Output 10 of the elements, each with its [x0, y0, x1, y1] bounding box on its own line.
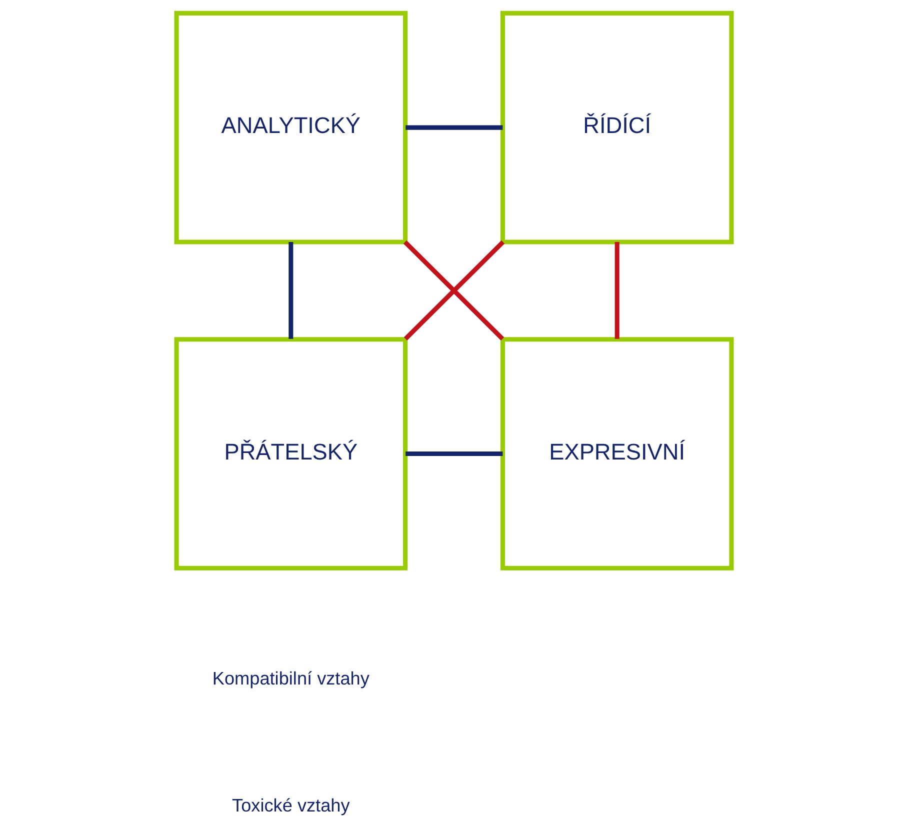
connector — [614, 242, 620, 339]
node-box: ANALYTICKÝ — [174, 10, 408, 244]
node-box: ŘÍDÍCÍ — [500, 10, 734, 244]
node-box: EXPRESIVNÍ — [500, 337, 734, 570]
node-box: PŘÁTELSKÝ — [174, 337, 408, 570]
connector — [406, 451, 503, 456]
connector — [406, 125, 503, 130]
connector — [288, 242, 294, 339]
legend-label: Kompatibilní vztahy — [212, 668, 370, 689]
legend-label: Toxické vztahy — [232, 795, 350, 816]
